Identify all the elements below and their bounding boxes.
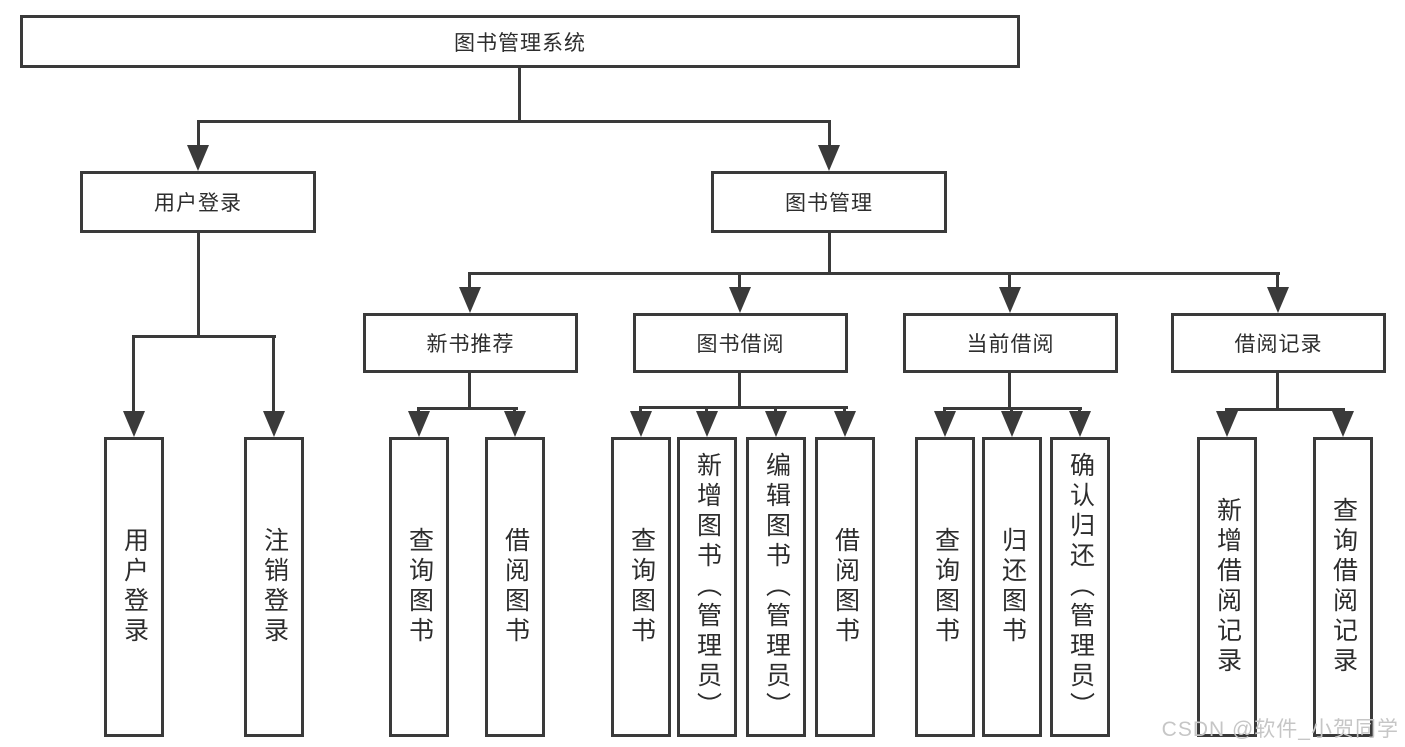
connector-line bbox=[943, 407, 946, 414]
node-label: 用户登录 bbox=[154, 192, 242, 215]
arrowhead-down-icon bbox=[1332, 411, 1354, 437]
connector-line bbox=[272, 335, 275, 413]
node-label: 借阅图书 bbox=[501, 527, 530, 647]
node-user-login: 用户登录 bbox=[80, 171, 316, 233]
connector-line bbox=[1008, 272, 1011, 289]
node-label: 用户登录 bbox=[120, 527, 149, 647]
node-leaf-query-books-2: 查询图书 bbox=[611, 437, 671, 737]
node-current-borrowing: 当前借阅 bbox=[903, 313, 1118, 373]
arrowhead-down-icon bbox=[1069, 411, 1091, 437]
arrowhead-down-icon bbox=[1216, 411, 1238, 437]
watermark: CSDN @软件_小贺同学 bbox=[1161, 718, 1399, 741]
connector-line bbox=[197, 231, 200, 338]
arrowhead-down-icon bbox=[999, 287, 1021, 313]
node-label: 注销登录 bbox=[260, 527, 289, 647]
arrowhead-down-icon bbox=[834, 411, 856, 437]
connector-line bbox=[1008, 371, 1011, 410]
connector-line bbox=[1276, 371, 1279, 411]
arrowhead-down-icon bbox=[1001, 411, 1023, 437]
node-leaf-logout: 注销登录 bbox=[244, 437, 304, 737]
connector-line bbox=[132, 335, 276, 338]
node-label: 借阅图书 bbox=[831, 527, 860, 647]
node-label: 编辑图书（管理员） bbox=[762, 452, 791, 722]
node-label: 图书管理系统 bbox=[454, 31, 586, 55]
connector-line bbox=[1225, 408, 1345, 411]
connector-line bbox=[828, 231, 831, 275]
connector-line bbox=[513, 407, 516, 414]
node-leaf-borrow-books-2: 借阅图书 bbox=[815, 437, 875, 737]
node-leaf-edit-book-admin: 编辑图书（管理员） bbox=[746, 437, 806, 737]
connector-line bbox=[1010, 407, 1013, 414]
node-label: 查询图书 bbox=[405, 527, 434, 647]
connector-line bbox=[468, 371, 471, 410]
connector-line bbox=[417, 407, 420, 414]
arrowhead-down-icon bbox=[504, 411, 526, 437]
arrowhead-down-icon bbox=[818, 145, 840, 171]
arrowhead-down-icon bbox=[408, 411, 430, 437]
arrowhead-down-icon bbox=[696, 411, 718, 437]
arrowhead-down-icon bbox=[630, 411, 652, 437]
arrowhead-down-icon bbox=[729, 287, 751, 313]
node-leaf-add-borrow-record: 新增借阅记录 bbox=[1197, 437, 1257, 737]
connector-line bbox=[639, 406, 848, 409]
connector-line bbox=[738, 371, 741, 409]
arrowhead-down-icon bbox=[1267, 287, 1289, 313]
connector-line bbox=[738, 272, 741, 289]
node-label: 查询图书 bbox=[627, 527, 656, 647]
node-borrowing-records: 借阅记录 bbox=[1171, 313, 1386, 373]
node-leaf-query-books-3: 查询图书 bbox=[915, 437, 975, 737]
node-label: 新增借阅记录 bbox=[1213, 497, 1242, 677]
node-leaf-query-borrow-record: 查询借阅记录 bbox=[1313, 437, 1373, 737]
connector-line bbox=[132, 335, 135, 413]
node-book-borrowing: 图书借阅 bbox=[633, 313, 848, 373]
node-leaf-borrow-books-1: 借阅图书 bbox=[485, 437, 545, 737]
connector-line bbox=[518, 68, 521, 122]
node-label: 新增图书（管理员） bbox=[693, 452, 722, 722]
connector-line bbox=[197, 120, 200, 147]
node-leaf-query-books-1: 查询图书 bbox=[389, 437, 449, 737]
arrowhead-down-icon bbox=[765, 411, 787, 437]
connector-line bbox=[468, 272, 471, 289]
connector-line bbox=[468, 272, 1280, 275]
node-label: 查询图书 bbox=[931, 527, 960, 647]
node-label: 图书管理 bbox=[785, 192, 873, 215]
node-label: 新书推荐 bbox=[426, 333, 515, 356]
arrowhead-down-icon bbox=[187, 145, 209, 171]
connector-line bbox=[828, 120, 831, 147]
connector-line bbox=[639, 406, 642, 414]
node-leaf-return-books: 归还图书 bbox=[982, 437, 1042, 737]
node-label: 确认归还（管理员） bbox=[1066, 452, 1095, 722]
connector-line bbox=[1078, 407, 1081, 414]
node-label: 查询借阅记录 bbox=[1329, 497, 1358, 677]
node-library-management-system: 图书管理系统 bbox=[20, 15, 1020, 68]
connector-line bbox=[705, 406, 708, 414]
arrowhead-down-icon bbox=[934, 411, 956, 437]
connector-line bbox=[774, 406, 777, 414]
node-book-management: 图书管理 bbox=[711, 171, 947, 233]
node-new-book-recommendation: 新书推荐 bbox=[363, 313, 578, 373]
arrowhead-down-icon bbox=[459, 287, 481, 313]
node-label: 借阅记录 bbox=[1234, 333, 1323, 356]
node-leaf-add-book-admin: 新增图书（管理员） bbox=[677, 437, 737, 737]
connector-line bbox=[1276, 272, 1279, 289]
node-label: 当前借阅 bbox=[966, 333, 1055, 356]
node-leaf-confirm-return-admin: 确认归还（管理员） bbox=[1050, 437, 1110, 737]
arrowhead-down-icon bbox=[123, 411, 145, 437]
connector-line bbox=[417, 407, 518, 410]
node-leaf-user-login: 用户登录 bbox=[104, 437, 164, 737]
node-label: 归还图书 bbox=[998, 527, 1027, 647]
connector-line bbox=[843, 406, 846, 414]
node-label: 图书借阅 bbox=[696, 333, 785, 356]
connector-line bbox=[197, 120, 831, 123]
arrowhead-down-icon bbox=[263, 411, 285, 437]
